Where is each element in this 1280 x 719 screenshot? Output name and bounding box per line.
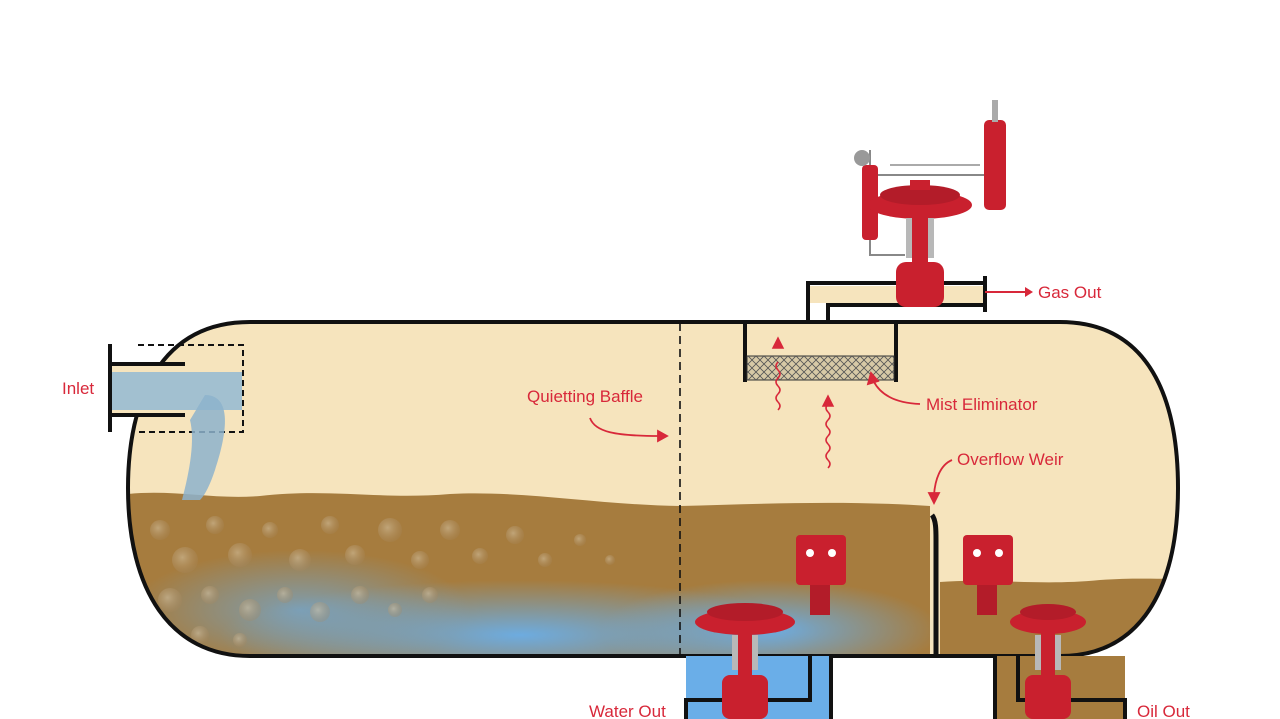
gas-control-valve [854,100,1006,307]
oil-level-controller [963,535,1013,615]
weir-leader [933,459,953,496]
vessel [125,320,1181,658]
level-controller-icon [796,535,846,585]
water-level-controller [796,535,846,615]
leader-arrows [589,371,953,506]
water-dump-valve [695,603,795,719]
mist-eliminator-label: Mist Eliminator [926,395,1038,414]
gas-out-label: Gas Out [1038,283,1102,302]
inlet-label: Inlet [62,379,94,398]
emulsion-bubbles [150,516,615,647]
oil-dump-valve [1010,604,1086,719]
baffle-leader [589,417,661,437]
overflow-weir-label: Overflow Weir [957,450,1064,469]
level-controller-icon [963,535,1013,585]
inlet-diverter-flow [182,395,225,500]
inlet-nozzle [108,344,244,500]
oil-out-label: Oil Out [1137,702,1190,719]
pressure-regulator-icon [984,120,1006,210]
mist-leader [872,379,921,405]
overflow-weir [929,513,939,655]
quieting-baffle-label: Quietting Baffle [527,387,643,406]
water-out-label: Water Out [589,702,666,719]
gas-flow-arrows [771,336,835,469]
